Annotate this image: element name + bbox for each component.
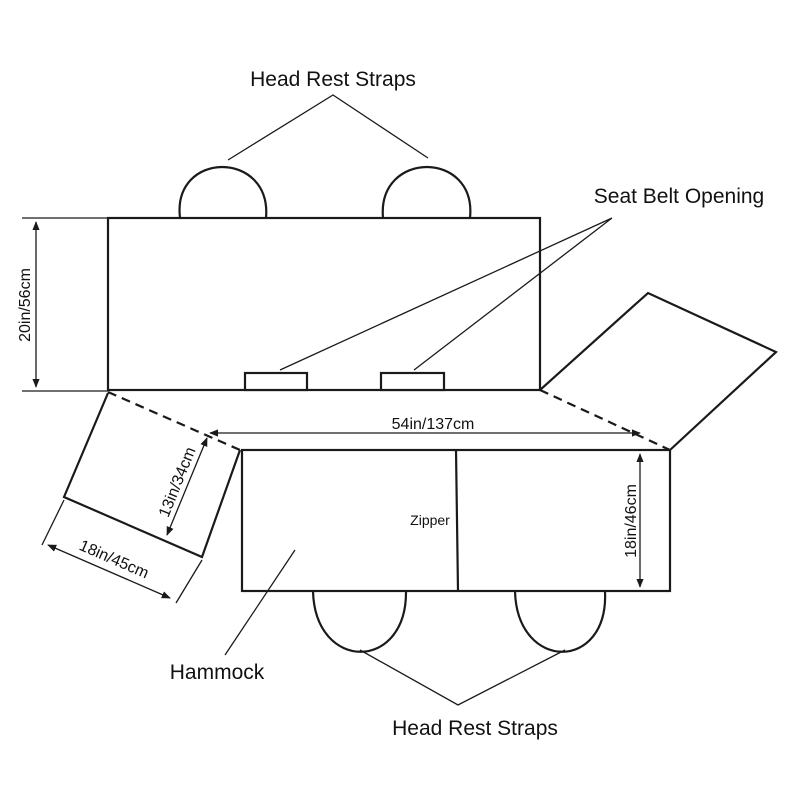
zipper-line (454, 449, 460, 592)
top-right-head-rest-strap (381, 165, 472, 219)
right-fold-line (539, 389, 671, 451)
side-flap-width-ext-right (175, 559, 203, 604)
side-flap-width-ext-left (41, 499, 65, 546)
side-flap-width-label: 18in/45cm (77, 537, 151, 582)
right-side-flap (539, 291, 778, 451)
bottom-right-head-rest-strap (513, 590, 607, 653)
top-straps-callout-lines (227, 94, 429, 161)
side-flap-width-arrow (47, 544, 171, 599)
seat-depth-label: 18in/46cm (623, 484, 640, 558)
seat-belt-callout-lines (279, 217, 613, 371)
seat-belt-opening-left (243, 371, 309, 392)
hammock-label: Hammock (170, 661, 265, 684)
side-flap-height-arrow (166, 437, 208, 536)
left-fold-line (107, 390, 241, 452)
width-label: 54in/137cm (392, 416, 475, 433)
head-rest-straps-top-label: Head Rest Straps (250, 68, 416, 91)
seat-belt-opening-right (379, 371, 446, 392)
left-side-flap (62, 392, 242, 559)
bottom-straps-callout-lines (359, 649, 566, 706)
hammock-callout-line (224, 549, 296, 656)
seat-belt-opening-label: Seat Belt Opening (594, 185, 764, 208)
top-left-head-rest-strap (178, 165, 268, 219)
back-panel (106, 216, 542, 392)
back-height-label: 20in/56cm (17, 268, 34, 342)
zipper-label: Zipper (410, 512, 450, 528)
head-rest-straps-bottom-label: Head Rest Straps (392, 717, 558, 740)
bottom-left-head-rest-strap (311, 590, 408, 653)
